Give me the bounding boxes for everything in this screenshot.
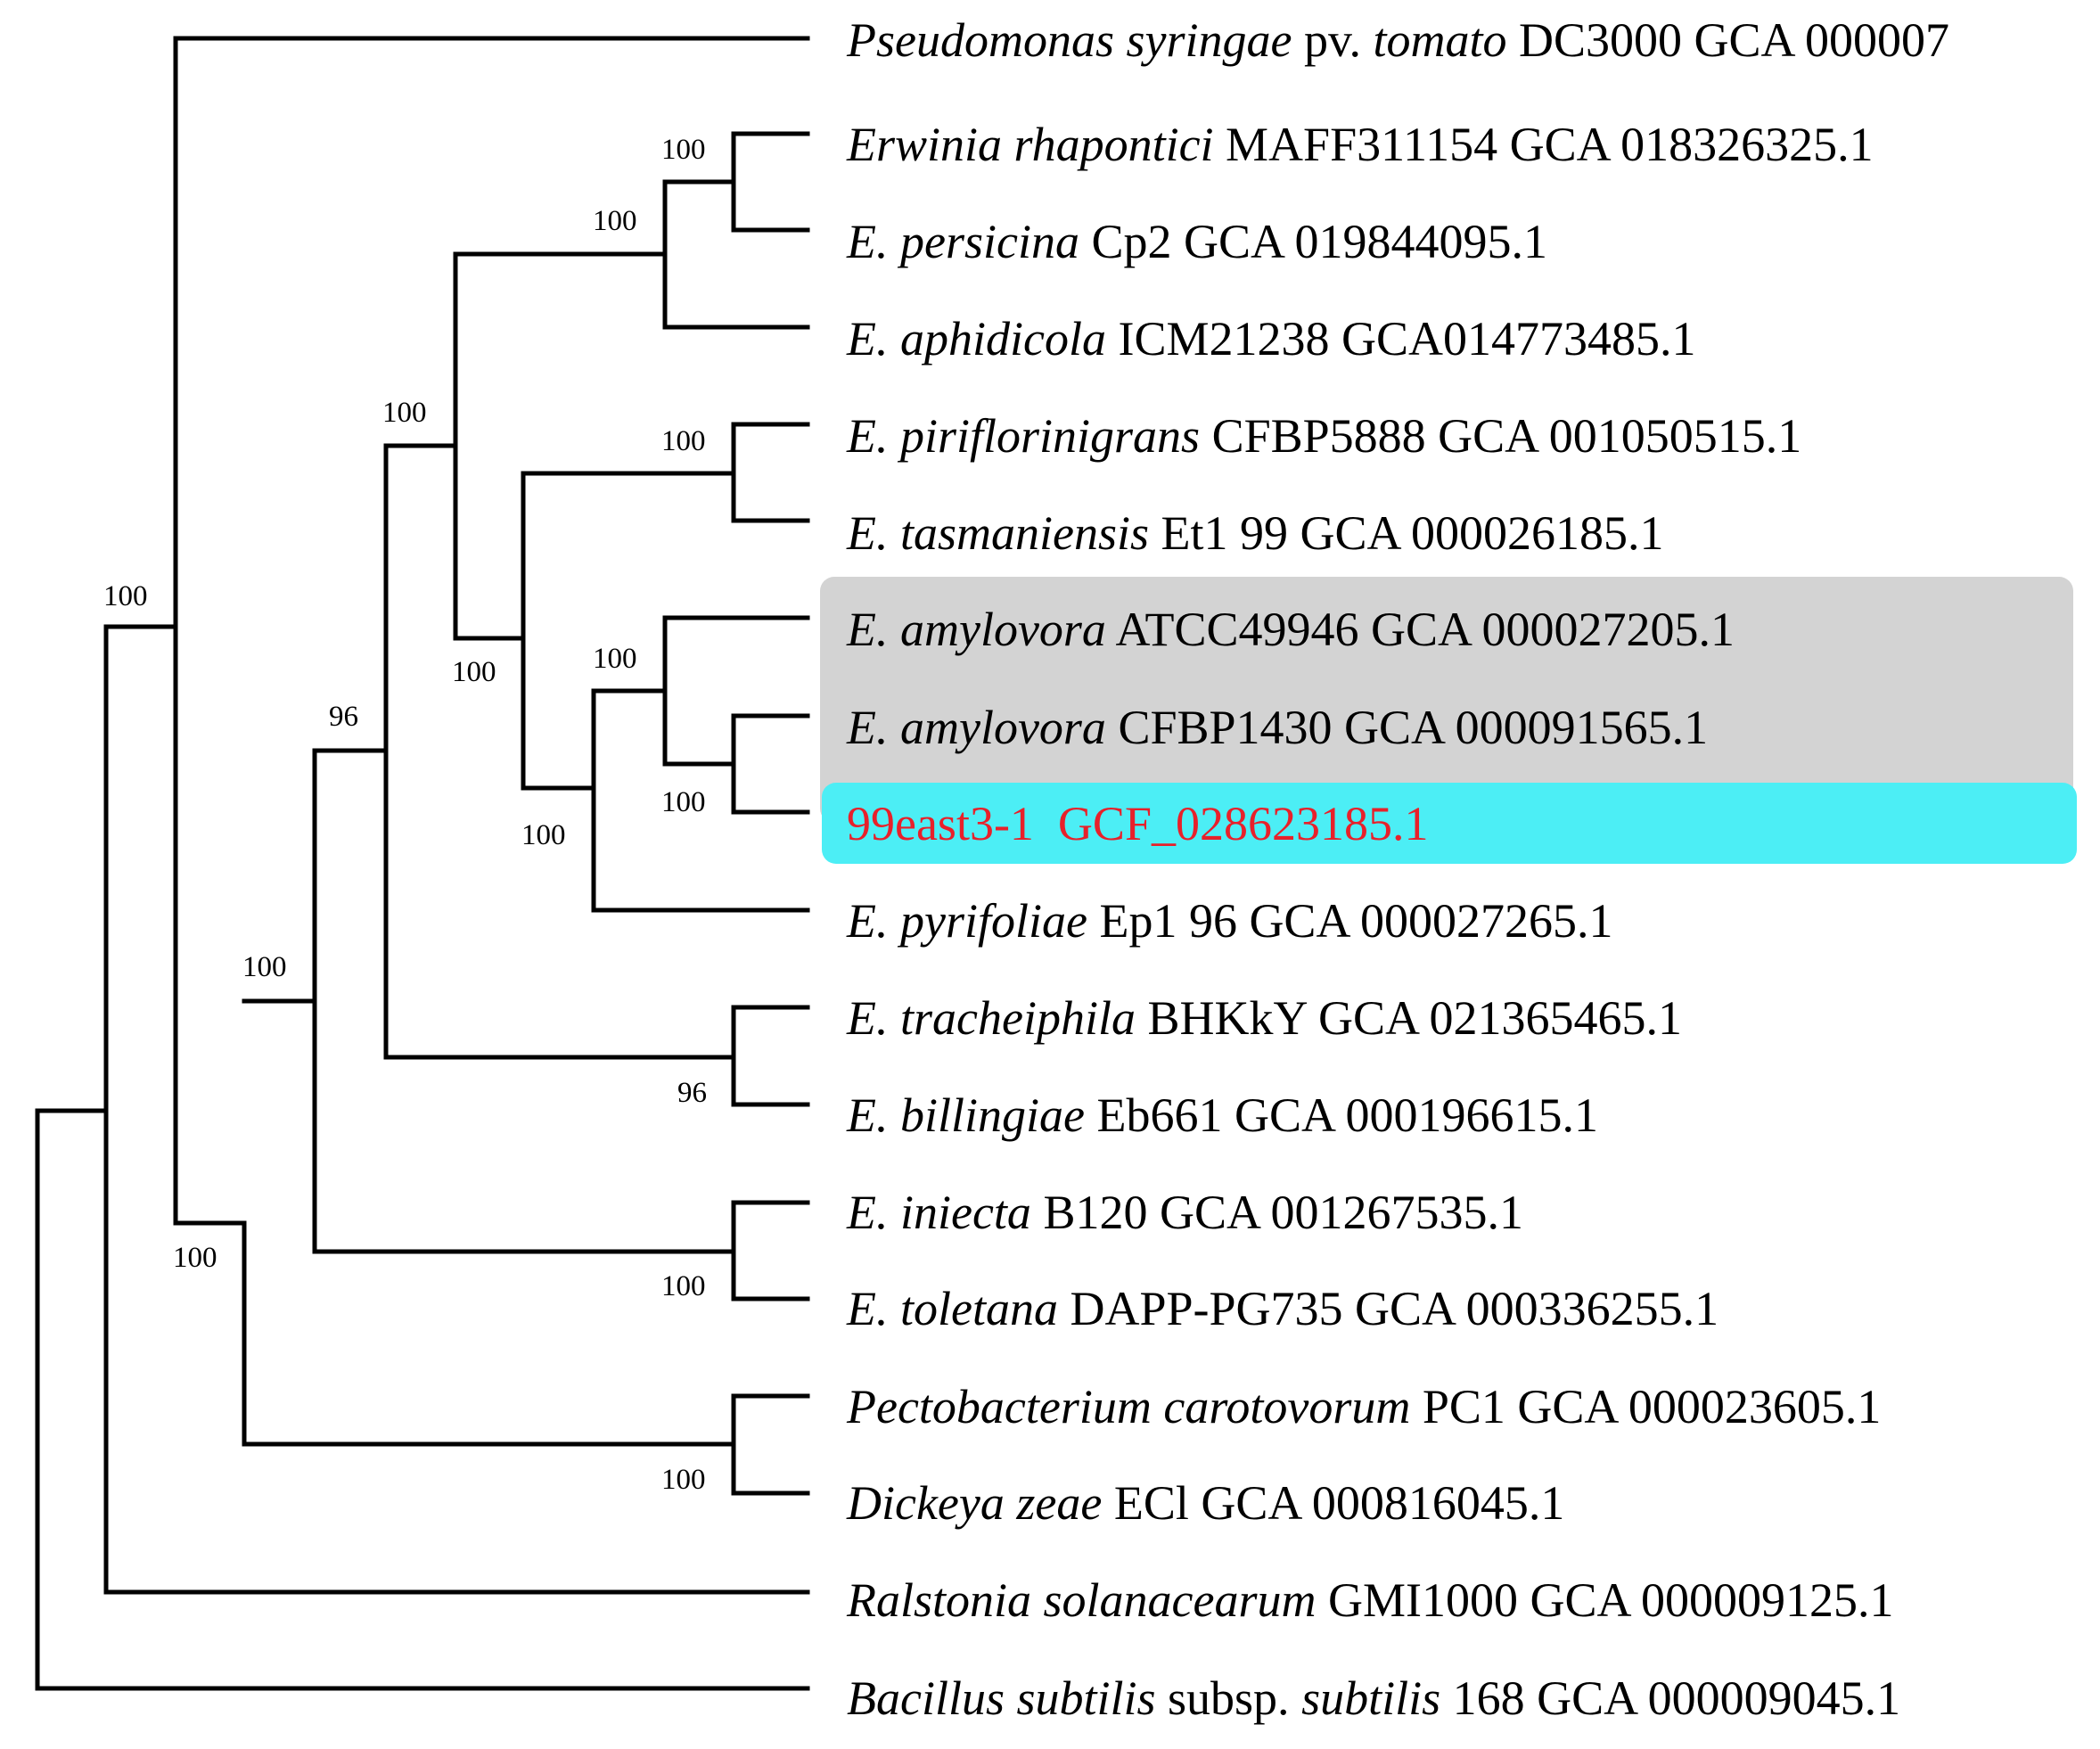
query-taxon-label: 99east3-1 GCF_028623185.1	[847, 797, 1429, 850]
taxon-label: Ralstonia solanacearum GMI1000 GCA 00000…	[847, 1573, 1894, 1627]
taxon-label: E. amylovora CFBP1430 GCA 000091565.1	[847, 701, 1709, 754]
taxon-label: Erwinia rhapontici MAFF311154 GCA 018326…	[847, 118, 1874, 171]
bootstrap-label: 100	[382, 397, 427, 429]
taxon-label: Bacillus subtilis subsp. subtilis 168 GC…	[847, 1671, 1901, 1725]
taxon-label: E. iniecta B120 GCA 001267535.1	[847, 1186, 1523, 1239]
bootstrap-label: 100	[173, 1242, 217, 1274]
taxon-label: Dickeya zeae ECl GCA 000816045.1	[847, 1476, 1565, 1530]
bootstrap-label: 100	[593, 643, 637, 675]
taxon-label: E. persicina Cp2 GCA 019844095.1	[847, 215, 1548, 268]
bootstrap-label: 96	[329, 701, 358, 733]
bootstrap-label: 100	[661, 425, 706, 457]
amylovora-clade-highlight	[820, 577, 2073, 823]
bootstrap-label: 100	[242, 951, 287, 983]
bootstrap-label: 100	[661, 1270, 706, 1302]
taxon-label: E. tracheiphila BHKkY GCA 021365465.1	[847, 991, 1682, 1045]
tree-branches	[35, 36, 810, 1691]
bootstrap-label: 100	[521, 819, 566, 851]
bootstrap-label: 100	[661, 1464, 706, 1496]
taxon-label: E. amylovora ATCC49946 GCA 000027205.1	[847, 603, 1735, 656]
taxon-label: E. toletana DAPP-PG735 GCA 000336255.1	[847, 1282, 1719, 1335]
query-strain-highlight	[822, 783, 2077, 864]
taxon-label: E. pyrifoliae Ep1 96 GCA 000027265.1	[847, 894, 1613, 948]
bootstrap-label: 100	[661, 786, 706, 818]
bootstrap-label: 100	[593, 205, 637, 237]
bootstrap-labels: 100 100 100 100 100 100 100 96 100 100 1…	[103, 134, 707, 1496]
bootstrap-label: 100	[661, 134, 706, 166]
taxon-label: E. tasmaniensis Et1 99 GCA 000026185.1	[847, 506, 1664, 560]
taxon-label: Pectobacterium carotovorum PC1 GCA 00002…	[847, 1380, 1882, 1433]
taxon-label: E. billingiae Eb661 GCA 000196615.1	[847, 1088, 1598, 1142]
bootstrap-label: 100	[452, 656, 496, 688]
taxon-label: E. piriflorinigrans CFBP5888 GCA 0010505…	[847, 409, 1802, 463]
taxon-label: E. aphidicola ICM21238 GCA014773485.1	[847, 312, 1696, 365]
taxon-label: Pseudomonas syringae pv. tomato DC3000 G…	[847, 13, 1950, 67]
bootstrap-label: 100	[103, 580, 148, 612]
bootstrap-label: 96	[677, 1077, 707, 1109]
